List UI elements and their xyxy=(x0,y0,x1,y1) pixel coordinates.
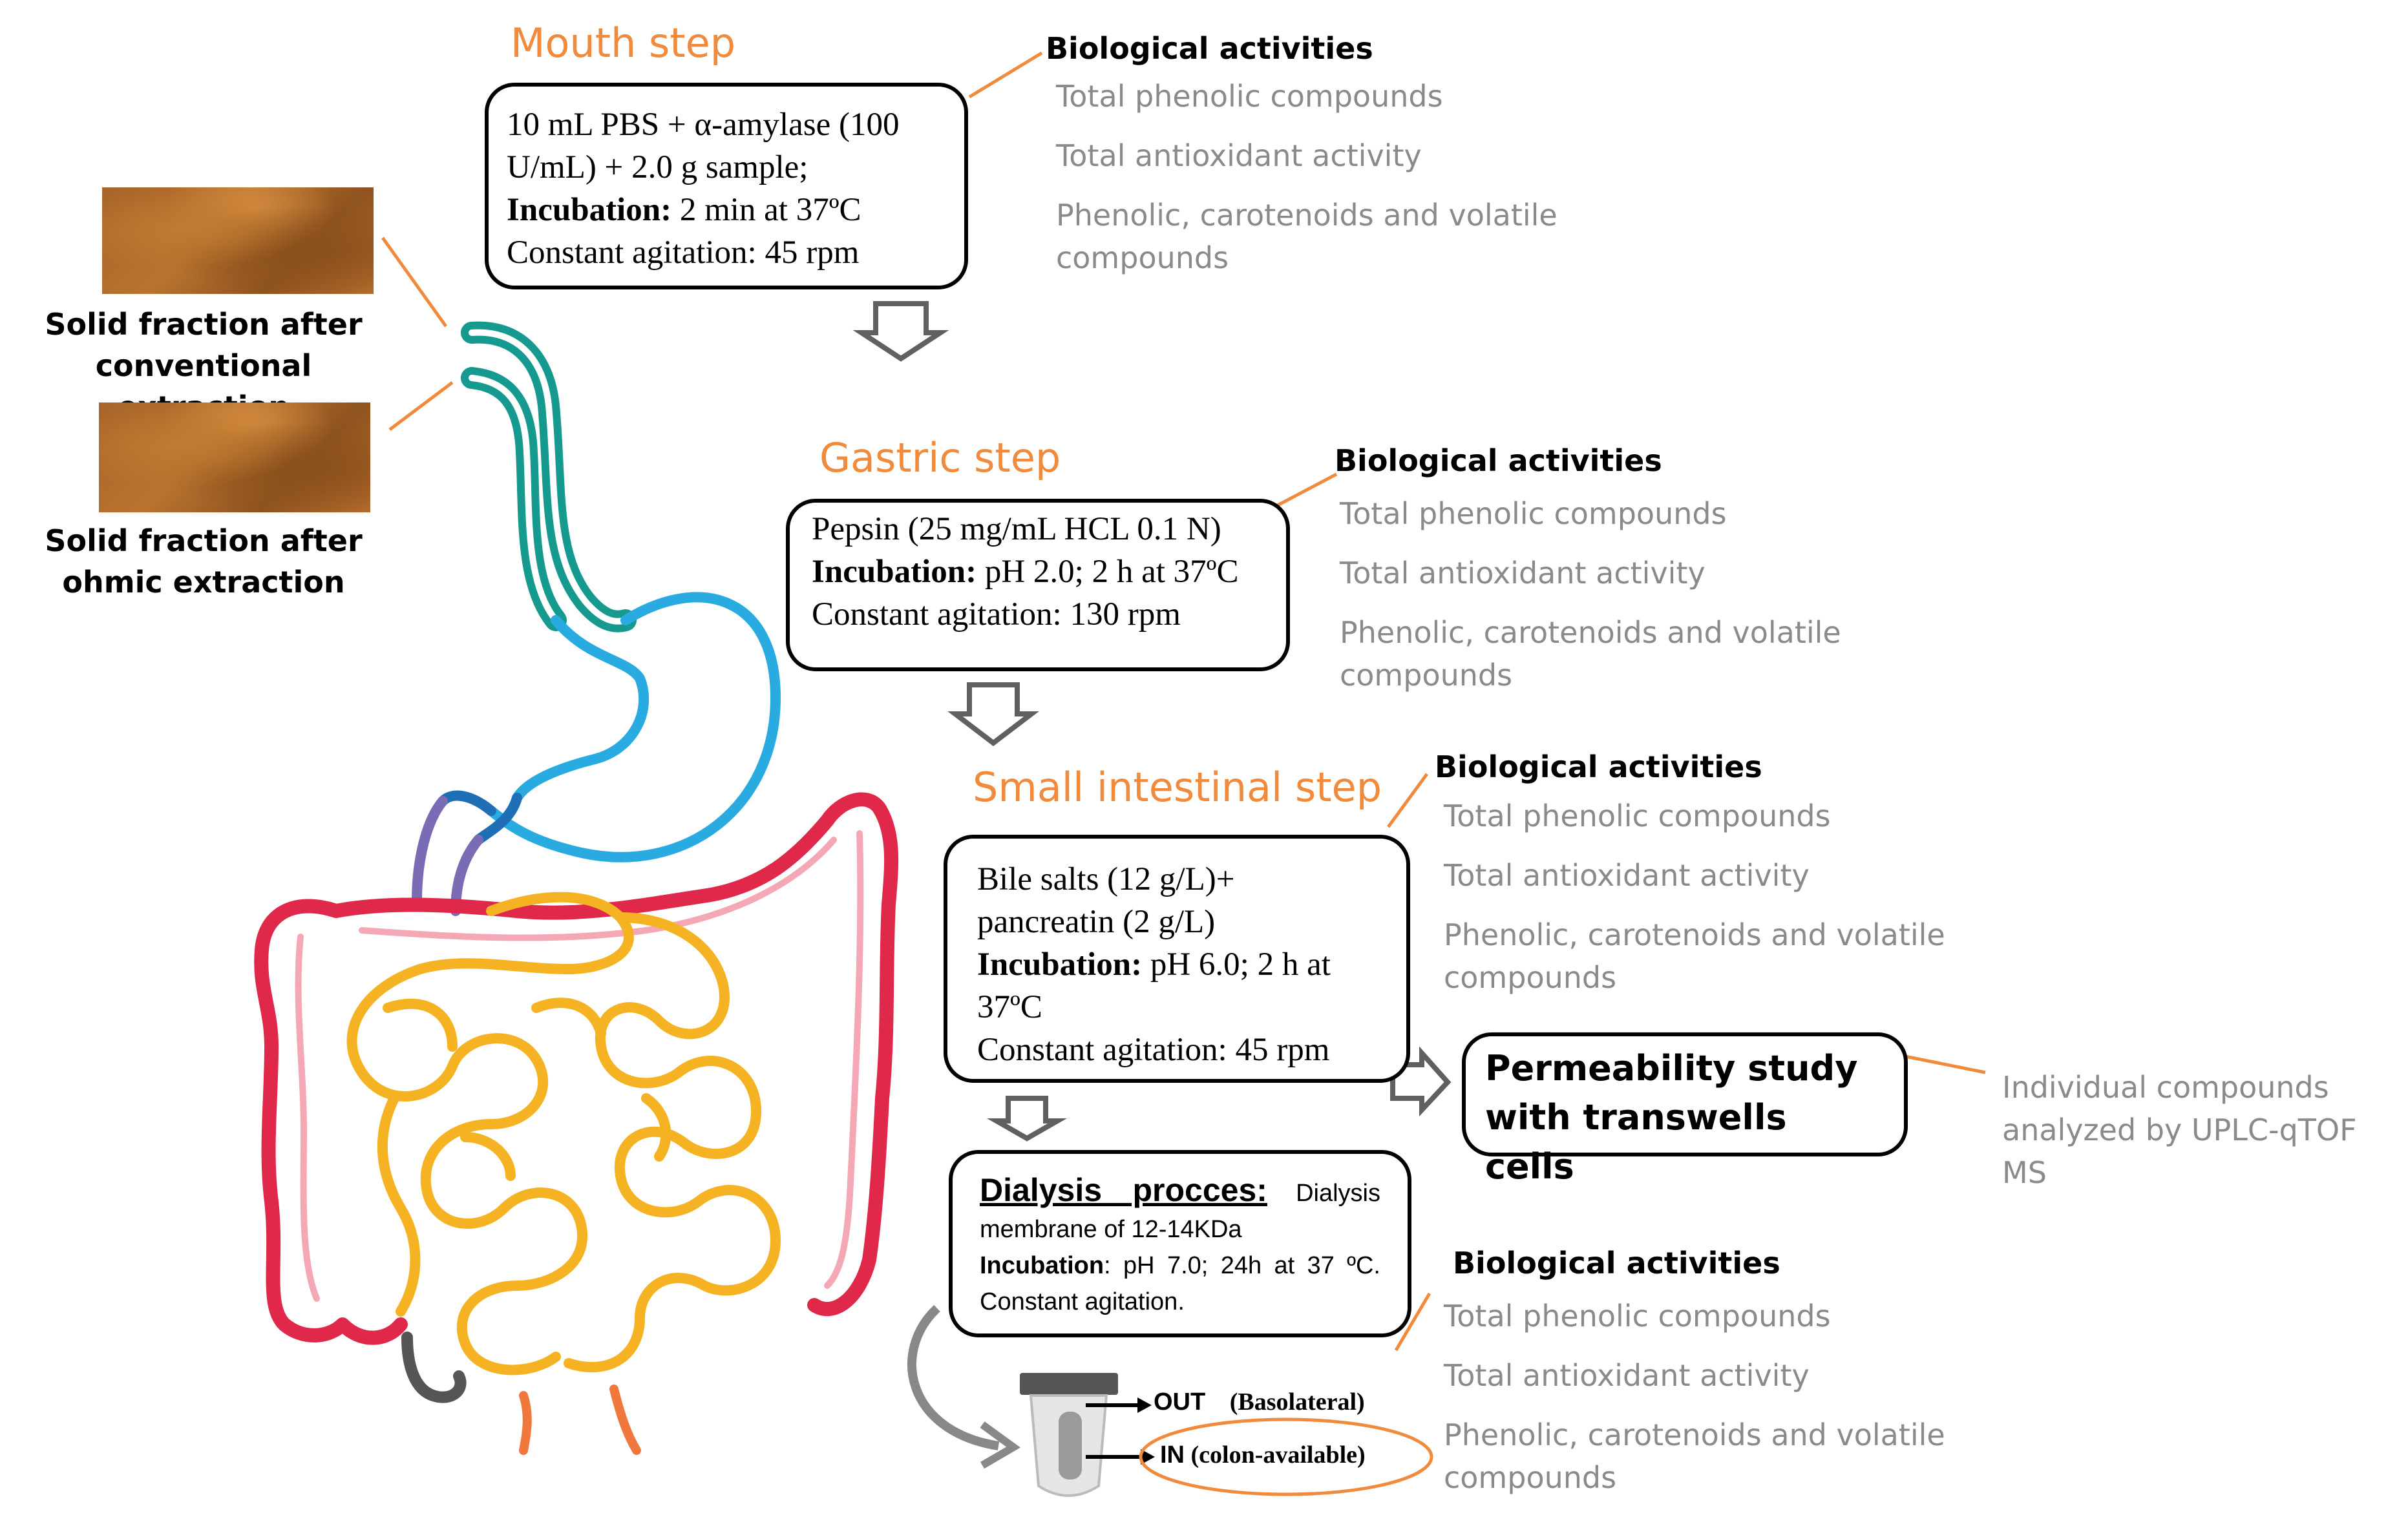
dialysis-incubation-value: : pH 7.0; 24h at 37 ºC. Constant agitati… xyxy=(980,1252,1380,1315)
arrow-dialysis-to-tube xyxy=(907,1304,1000,1450)
mouth-bio-heading: Biological activities xyxy=(1046,31,1373,66)
gastric-step-title: Gastric step xyxy=(819,434,1061,481)
mouth-bio-item-3: Phenolic, carotenoids and volatile compo… xyxy=(1056,198,1558,275)
gastric-bio-activities: Biological activities Total phenolic com… xyxy=(1335,443,1903,696)
transwell-tube-icon xyxy=(1020,1373,1433,1497)
gastric-bio-item-2: Total antioxidant activity xyxy=(1340,556,1706,591)
mouth-incubation-label: Incubation: xyxy=(507,192,672,228)
permeability-box: Permeability study with transwells cells xyxy=(1462,1032,1908,1187)
dialysis-incubation-label: Incubation xyxy=(980,1252,1104,1279)
esophagus-icon xyxy=(461,321,637,633)
arrow-gastric-to-intestinal xyxy=(947,682,1039,747)
intestinal-bio-item-2: Total antioxidant activity xyxy=(1444,858,1810,893)
gastric-agitation: Constant agitation: 130 rpm xyxy=(812,596,1181,633)
mouth-step-box: 10 mL PBS + α-amylase (100 U/mL) + 2.0 g… xyxy=(485,83,968,289)
colon-icon xyxy=(254,792,899,1455)
gastric-box-line1: Pepsin (25 mg/mL HCL 0.1 N) xyxy=(812,511,1221,547)
mouth-bio-item-1: Total phenolic compounds xyxy=(1056,79,1443,114)
mouth-bio-item-2: Total antioxidant activity xyxy=(1056,138,1422,173)
intestinal-bio-heading: Biological activities xyxy=(1435,749,1762,784)
flow-arrows xyxy=(852,301,1452,1142)
sample-image-conventional xyxy=(102,187,374,294)
arrow-mouth-to-gastric xyxy=(852,301,949,362)
intestinal-bio-item-3: Phenolic, carotenoids and volatile compo… xyxy=(1444,917,1945,995)
tube-in-text: IN xyxy=(1160,1441,1185,1469)
dialysis-bio-heading: Biological activities xyxy=(1453,1246,1780,1281)
intestinal-box-text: Bile salts (12 g/L)+ pancreatin (2 g/L) … xyxy=(977,858,1377,1071)
tube-out-text: OUT xyxy=(1154,1388,1206,1416)
mouth-bio-activities: Biological activities Total phenolic com… xyxy=(1046,31,1576,279)
dialysis-bio-item-1: Total phenolic compounds xyxy=(1444,1299,1831,1333)
intestinal-incubation-label: Incubation: xyxy=(977,946,1143,983)
mouth-incubation-value: 2 min at 37ºC xyxy=(671,192,861,228)
small-intestine-icon xyxy=(346,892,781,1375)
gastric-incubation-label: Incubation: xyxy=(812,554,977,590)
intestinal-agitation: Constant agitation: 45 rpm xyxy=(977,1032,1330,1068)
sample-image-ohmic xyxy=(99,403,370,512)
intestinal-bio-item-1: Total phenolic compounds xyxy=(1444,799,1831,833)
arrow-intestinal-to-dialysis xyxy=(987,1096,1067,1142)
dialysis-bio-activities: Biological activities Total phenolic com… xyxy=(1440,1246,1970,1499)
permeability-note: Individual compounds analyzed by UPLC-qT… xyxy=(2002,1070,2357,1190)
mouth-agitation: Constant agitation: 45 rpm xyxy=(507,235,860,271)
dialysis-title: Dialysis procces: xyxy=(980,1172,1267,1208)
tube-in-label: IN (colon-available) xyxy=(1160,1441,1366,1469)
caption-ohmic: Solid fraction after ohmic extraction xyxy=(45,523,363,600)
stomach-icon xyxy=(412,592,781,916)
mouth-step-title: Mouth step xyxy=(511,19,736,67)
tube-in-note: (colon-available) xyxy=(1185,1441,1366,1469)
intestinal-step-box: Bile salts (12 g/L)+ pancreatin (2 g/L) … xyxy=(944,835,1410,1083)
gastric-bio-heading: Biological activities xyxy=(1335,443,1662,478)
gastric-step-box: Pepsin (25 mg/mL HCL 0.1 N) Incubation: … xyxy=(786,499,1290,671)
intestinal-box-line1: Bile salts (12 g/L)+ pancreatin (2 g/L) xyxy=(977,861,1235,940)
dialysis-text: Dialysis procces: Dialysis membrane of 1… xyxy=(980,1172,1380,1320)
tube-out-note: (Basolateral) xyxy=(1229,1388,1365,1416)
gastric-bio-item-1: Total phenolic compounds xyxy=(1340,496,1727,531)
mouth-box-text: 10 mL PBS + α-amylase (100 U/mL) + 2.0 g… xyxy=(507,103,946,274)
dialysis-bio-item-3: Phenolic, carotenoids and volatile compo… xyxy=(1444,1417,1945,1495)
connector-lines xyxy=(381,51,1986,1352)
dialysis-bio-item-2: Total antioxidant activity xyxy=(1444,1358,1810,1393)
gastric-box-text: Pepsin (25 mg/mL HCL 0.1 N) Incubation: … xyxy=(812,508,1264,636)
dialysis-membrane: Dialysis membrane of 12-14KDa xyxy=(980,1180,1380,1243)
mouth-box-line1: 10 mL PBS + α-amylase (100 U/mL) + 2.0 g… xyxy=(507,107,900,185)
intestinal-incubation-value: pH 6.0; 2 h at 37ºC xyxy=(977,946,1331,1025)
intestinal-bio-activities: Biological activities Total phenolic com… xyxy=(1435,749,1965,999)
gastric-incubation-value: pH 2.0; 2 h at 37ºC xyxy=(977,554,1239,590)
intestinal-step-title: Small intestinal step xyxy=(973,764,1382,811)
tube-out-label: OUT (Basolateral) xyxy=(1154,1388,1365,1416)
dialysis-box: Dialysis procces: Dialysis membrane of 1… xyxy=(949,1150,1411,1337)
permeability-label: Permeability study with transwells cells xyxy=(1485,1048,1858,1187)
gastric-bio-item-3: Phenolic, carotenoids and volatile compo… xyxy=(1340,615,1841,693)
